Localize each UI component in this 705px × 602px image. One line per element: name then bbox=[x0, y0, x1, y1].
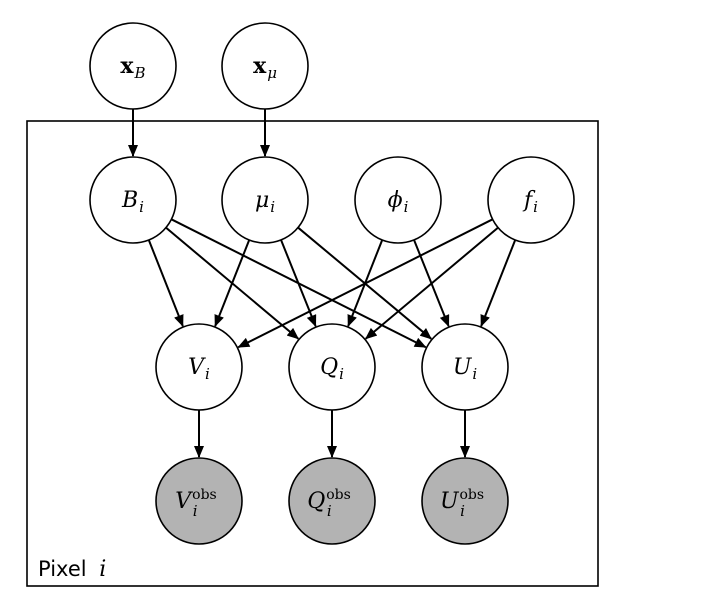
node-Vobs-base: V bbox=[175, 489, 193, 514]
node-xmu: xμ bbox=[221, 22, 309, 110]
edge-f-to-V bbox=[237, 218, 494, 349]
node-xB-label: xB bbox=[120, 53, 145, 82]
node-Q: Qi bbox=[288, 323, 376, 411]
node-Uobs-circle bbox=[421, 457, 509, 545]
pixel-plate bbox=[26, 120, 599, 587]
node-V-circle bbox=[155, 323, 243, 411]
node-V: Vi bbox=[155, 323, 243, 411]
node-xB-subscript: B bbox=[134, 64, 146, 82]
plate-label: Pixel i bbox=[38, 557, 106, 582]
node-Uobs-superscript: obs bbox=[459, 487, 484, 503]
node-Vobs-circle bbox=[155, 457, 243, 545]
node-Uobs-subscript: i bbox=[460, 502, 465, 520]
edge-B-to-V bbox=[147, 239, 184, 328]
node-V-label: Vi bbox=[188, 355, 210, 383]
node-mu-base: μ bbox=[255, 188, 269, 213]
node-Qobs-base: Q bbox=[307, 489, 325, 514]
node-phi-label: ϕi bbox=[388, 188, 409, 216]
node-xB-circle bbox=[89, 22, 177, 110]
node-Vobs-subscript: i bbox=[193, 502, 198, 520]
node-xB: xB bbox=[89, 22, 177, 110]
node-mu: μi bbox=[221, 156, 309, 244]
node-xB-base: x bbox=[120, 53, 134, 79]
node-Q-subscript: i bbox=[339, 365, 344, 383]
node-U-subscript: i bbox=[472, 365, 477, 383]
node-U-base: U bbox=[453, 355, 473, 380]
node-f-circle bbox=[487, 156, 575, 244]
node-V-base: V bbox=[188, 355, 206, 380]
node-Qobs-superscript: obs bbox=[326, 487, 351, 503]
node-mu-subscript: i bbox=[270, 198, 275, 216]
node-xmu-label: xμ bbox=[253, 53, 277, 82]
node-xmu-circle bbox=[221, 22, 309, 110]
node-f-subscript: i bbox=[533, 198, 538, 216]
node-f: fi bbox=[487, 156, 575, 244]
node-phi-base: ϕ bbox=[388, 188, 403, 213]
edge-mu-to-V bbox=[214, 239, 251, 328]
node-U: Ui bbox=[421, 323, 509, 411]
node-B-subscript: i bbox=[139, 198, 144, 216]
edge-mu-to-Q bbox=[280, 239, 317, 328]
node-mu-label: μi bbox=[255, 188, 275, 216]
node-phi-subscript: i bbox=[404, 198, 409, 216]
node-Vobs-superscript: obs bbox=[192, 487, 217, 503]
node-B-circle bbox=[89, 156, 177, 244]
node-Q-circle bbox=[288, 323, 376, 411]
node-Q-label: Qi bbox=[320, 355, 344, 383]
edge-f-to-Q bbox=[364, 226, 499, 340]
node-U-circle bbox=[421, 323, 509, 411]
node-Q-base: Q bbox=[320, 355, 338, 380]
node-U-label: Ui bbox=[453, 355, 478, 383]
node-phi-circle bbox=[354, 156, 442, 244]
node-Qobs-circle bbox=[288, 457, 376, 545]
node-B: Bi bbox=[89, 156, 177, 244]
edge-f-to-U bbox=[480, 239, 517, 328]
node-mu-circle bbox=[221, 156, 309, 244]
edges-layer bbox=[128, 109, 517, 458]
node-Qobs-subscript: i bbox=[327, 502, 332, 520]
node-xmu-subscript: μ bbox=[267, 64, 277, 82]
node-B-label: Bi bbox=[121, 188, 144, 216]
node-xmu-base: x bbox=[253, 53, 267, 79]
node-B-base: B bbox=[121, 188, 138, 213]
plate-label-text: Pixel bbox=[38, 557, 87, 581]
node-Uobs-base: U bbox=[440, 489, 460, 514]
node-phi: ϕi bbox=[354, 156, 442, 244]
node-V-subscript: i bbox=[205, 365, 210, 383]
plate-label-index: i bbox=[99, 557, 106, 582]
